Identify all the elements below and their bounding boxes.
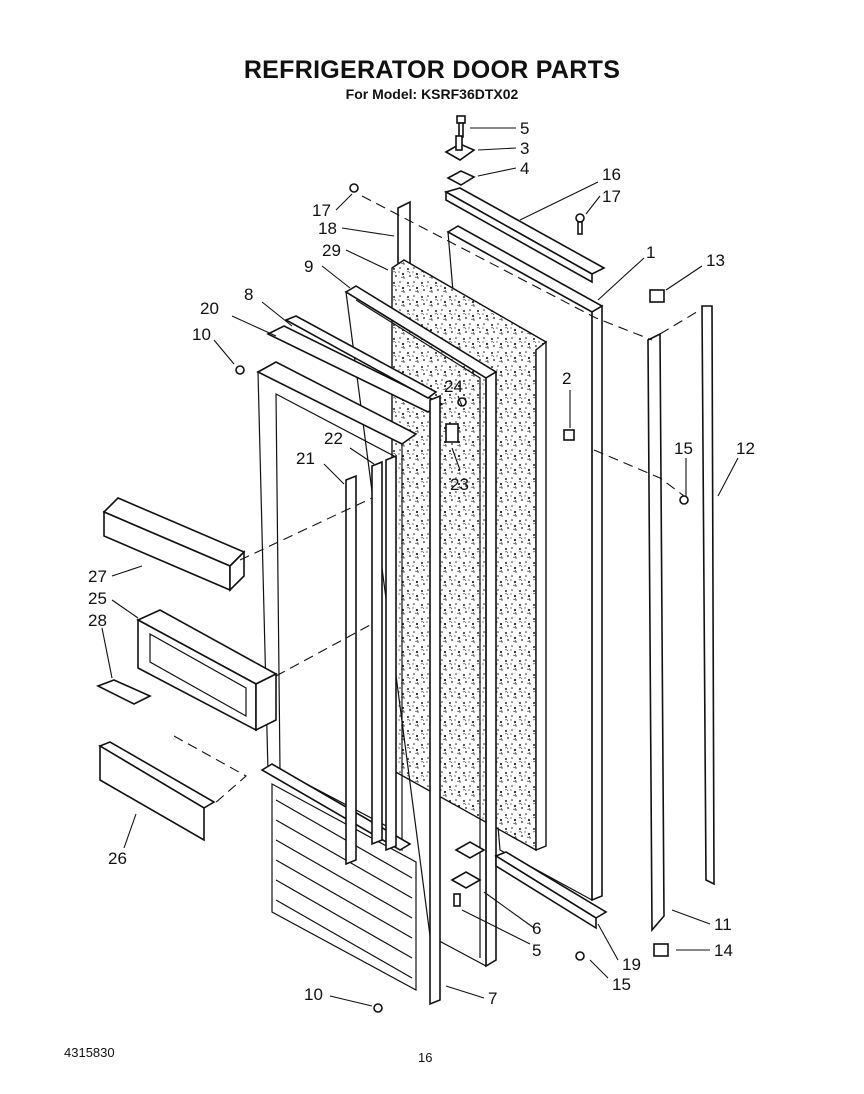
callout-16: 16 — [602, 165, 621, 184]
door-bin — [102, 497, 246, 592]
side-handle-panel — [647, 332, 665, 933]
door-trim-strip — [429, 394, 441, 1006]
callout-8: 8 — [244, 285, 253, 304]
hinge-screw-top — [456, 115, 466, 138]
callout-12: 12 — [736, 439, 755, 458]
callout-15-right: 15 — [674, 439, 693, 458]
callout-14: 14 — [714, 941, 733, 960]
document-number: 4315830 — [64, 1045, 115, 1060]
liner-top-trim — [266, 315, 444, 413]
foam-insulation — [391, 259, 548, 852]
outer-door-panel — [446, 225, 604, 902]
callout-11: 11 — [714, 915, 732, 934]
screws — [235, 183, 689, 1013]
callout-26: 26 — [108, 849, 127, 868]
callout-5-top: 5 — [520, 119, 529, 138]
callout-2: 2 — [562, 369, 571, 388]
callout-17-left: 17 — [312, 201, 331, 220]
shelf-front — [98, 741, 216, 842]
callout-15-bottom: 15 — [612, 975, 631, 994]
alignment-lines — [173, 195, 701, 805]
callout-17-right: 17 — [602, 187, 621, 206]
callout-13: 13 — [706, 251, 725, 270]
callout-19: 19 — [622, 955, 641, 974]
callout-20: 20 — [200, 299, 219, 318]
bottom-hinge — [450, 841, 486, 907]
door-stop — [563, 429, 575, 441]
callout-21: 21 — [296, 449, 315, 468]
callout-25: 25 — [88, 589, 107, 608]
dispenser-housing — [136, 609, 278, 732]
vertical-trim-strip — [701, 305, 715, 886]
top-hinge — [444, 135, 476, 161]
page-title: REFRIGERATOR DOOR PARTS — [243, 56, 621, 84]
callout-7: 7 — [488, 989, 497, 1008]
callout-22: 22 — [324, 429, 343, 448]
callout-4: 4 — [520, 159, 529, 178]
callout-10-bottom: 10 — [304, 985, 323, 1004]
drip-tray — [96, 679, 152, 705]
callout-6: 6 — [532, 919, 541, 938]
latch-bracket — [445, 397, 467, 443]
callout-28: 28 — [88, 611, 107, 630]
callout-1: 1 — [646, 243, 655, 262]
callout-5-bottom: 5 — [532, 941, 541, 960]
leader-lines — [101, 127, 739, 1007]
top-cap — [649, 289, 665, 303]
shelf-retainer-bars — [345, 454, 397, 866]
callout-24: 24 — [444, 377, 463, 396]
lower-liner-ribs — [271, 782, 417, 992]
callout-3: 3 — [520, 139, 529, 158]
bottom-cap — [653, 943, 669, 957]
hinge-shim — [446, 170, 476, 186]
callout-18: 18 — [318, 219, 337, 238]
model-subtitle: For Model: KSRF36DTX02 — [345, 86, 519, 102]
callout-10-top: 10 — [192, 325, 211, 344]
callout-9: 9 — [304, 257, 313, 276]
bottom-hinge-bracket — [494, 851, 608, 930]
top-hinge-bracket — [443, 187, 606, 284]
callout-27: 27 — [88, 567, 107, 586]
callout-29: 29 — [322, 241, 341, 260]
page-number: 16 — [418, 1050, 433, 1065]
callout-23: 23 — [450, 475, 469, 494]
